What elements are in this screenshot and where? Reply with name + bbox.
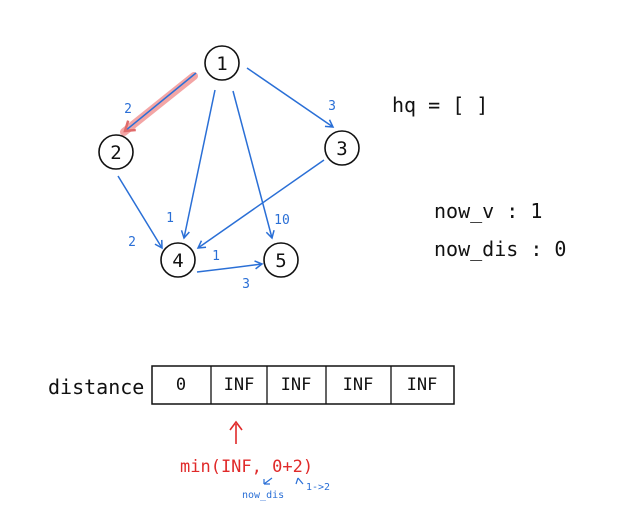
edge-4-5: 3 — [196, 260, 264, 292]
now-dis-text: now_dis : 0 — [434, 237, 566, 261]
distance-cell: INF — [224, 375, 255, 395]
edge-line — [246, 67, 335, 128]
edge-line — [125, 72, 197, 131]
edge-weight: 3 — [328, 99, 336, 114]
edge-weight: 2 — [128, 235, 136, 250]
edge-2-4: 2 — [117, 175, 163, 250]
distance-cell: INF — [407, 375, 438, 395]
node-label: 1 — [216, 53, 227, 75]
edge-line — [117, 175, 163, 250]
up-arrow-head — [229, 420, 243, 431]
graph-edges: 2 3 1 10 2 1 3 — [117, 67, 336, 292]
note-arrow-icon — [295, 477, 304, 485]
node-5: 5 — [263, 242, 299, 278]
edge-line — [232, 90, 275, 240]
distance-cell: 0 — [176, 375, 186, 395]
edge-weight: 1 — [166, 211, 174, 226]
graph-nodes: 1 2 3 4 5 — [98, 45, 360, 278]
edge-weight: 10 — [274, 213, 290, 228]
edge-1-3: 3 — [246, 67, 336, 128]
node-label: 4 — [172, 250, 183, 272]
node-1: 1 — [204, 45, 240, 81]
edge-1-2: 2 — [120, 72, 198, 136]
edge-weight: 3 — [242, 277, 250, 292]
hq-label: hq = [ ] — [392, 93, 488, 117]
node-label: 5 — [275, 250, 286, 272]
edge-3-4: 1 — [196, 159, 325, 264]
update-annotation: min(INF, 0+2) now_dis 1->2 — [180, 420, 330, 501]
node-4: 4 — [160, 242, 196, 278]
distance-array: 0 INF INF INF INF — [151, 365, 455, 405]
node-label: 3 — [336, 138, 347, 160]
edge-1-4: 1 — [166, 89, 216, 240]
distance-cell: INF — [281, 375, 312, 395]
distance-label: distance — [48, 375, 144, 399]
node-label: 2 — [110, 142, 121, 164]
edge-weight: 1 — [212, 249, 220, 264]
node-3: 3 — [324, 130, 360, 166]
edge-weight: 2 — [124, 102, 132, 117]
distance-cell: INF — [343, 375, 374, 395]
edge-line — [196, 260, 264, 273]
note-arrow-icon — [263, 477, 273, 485]
note-edge: 1->2 — [306, 482, 330, 493]
now-v-text: now_v : 1 — [434, 199, 542, 223]
edge-line — [180, 89, 216, 240]
node-2: 2 — [98, 134, 134, 170]
edge-1-5: 10 — [232, 90, 290, 240]
note-now-dis: now_dis — [242, 490, 284, 501]
edge-line — [196, 159, 325, 249]
min-formula: min(INF, 0+2) — [180, 457, 313, 477]
